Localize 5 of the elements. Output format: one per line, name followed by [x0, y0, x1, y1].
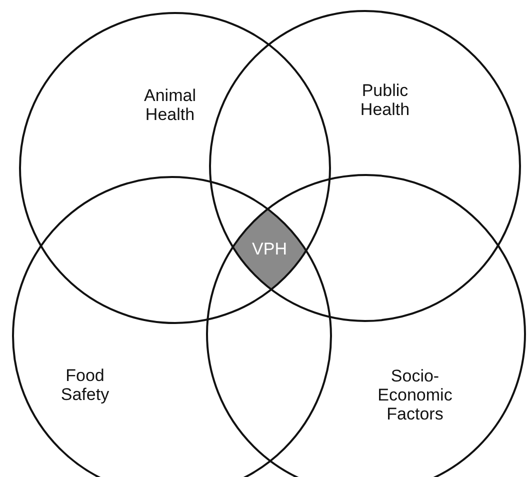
region-label: Public Health — [359, 81, 411, 119]
region-label: VPH — [251, 240, 288, 259]
region-label: Food Safety — [60, 366, 110, 404]
region-label: Animal Health — [143, 86, 197, 124]
region-label: Socio-Economic Factors — [376, 366, 454, 424]
